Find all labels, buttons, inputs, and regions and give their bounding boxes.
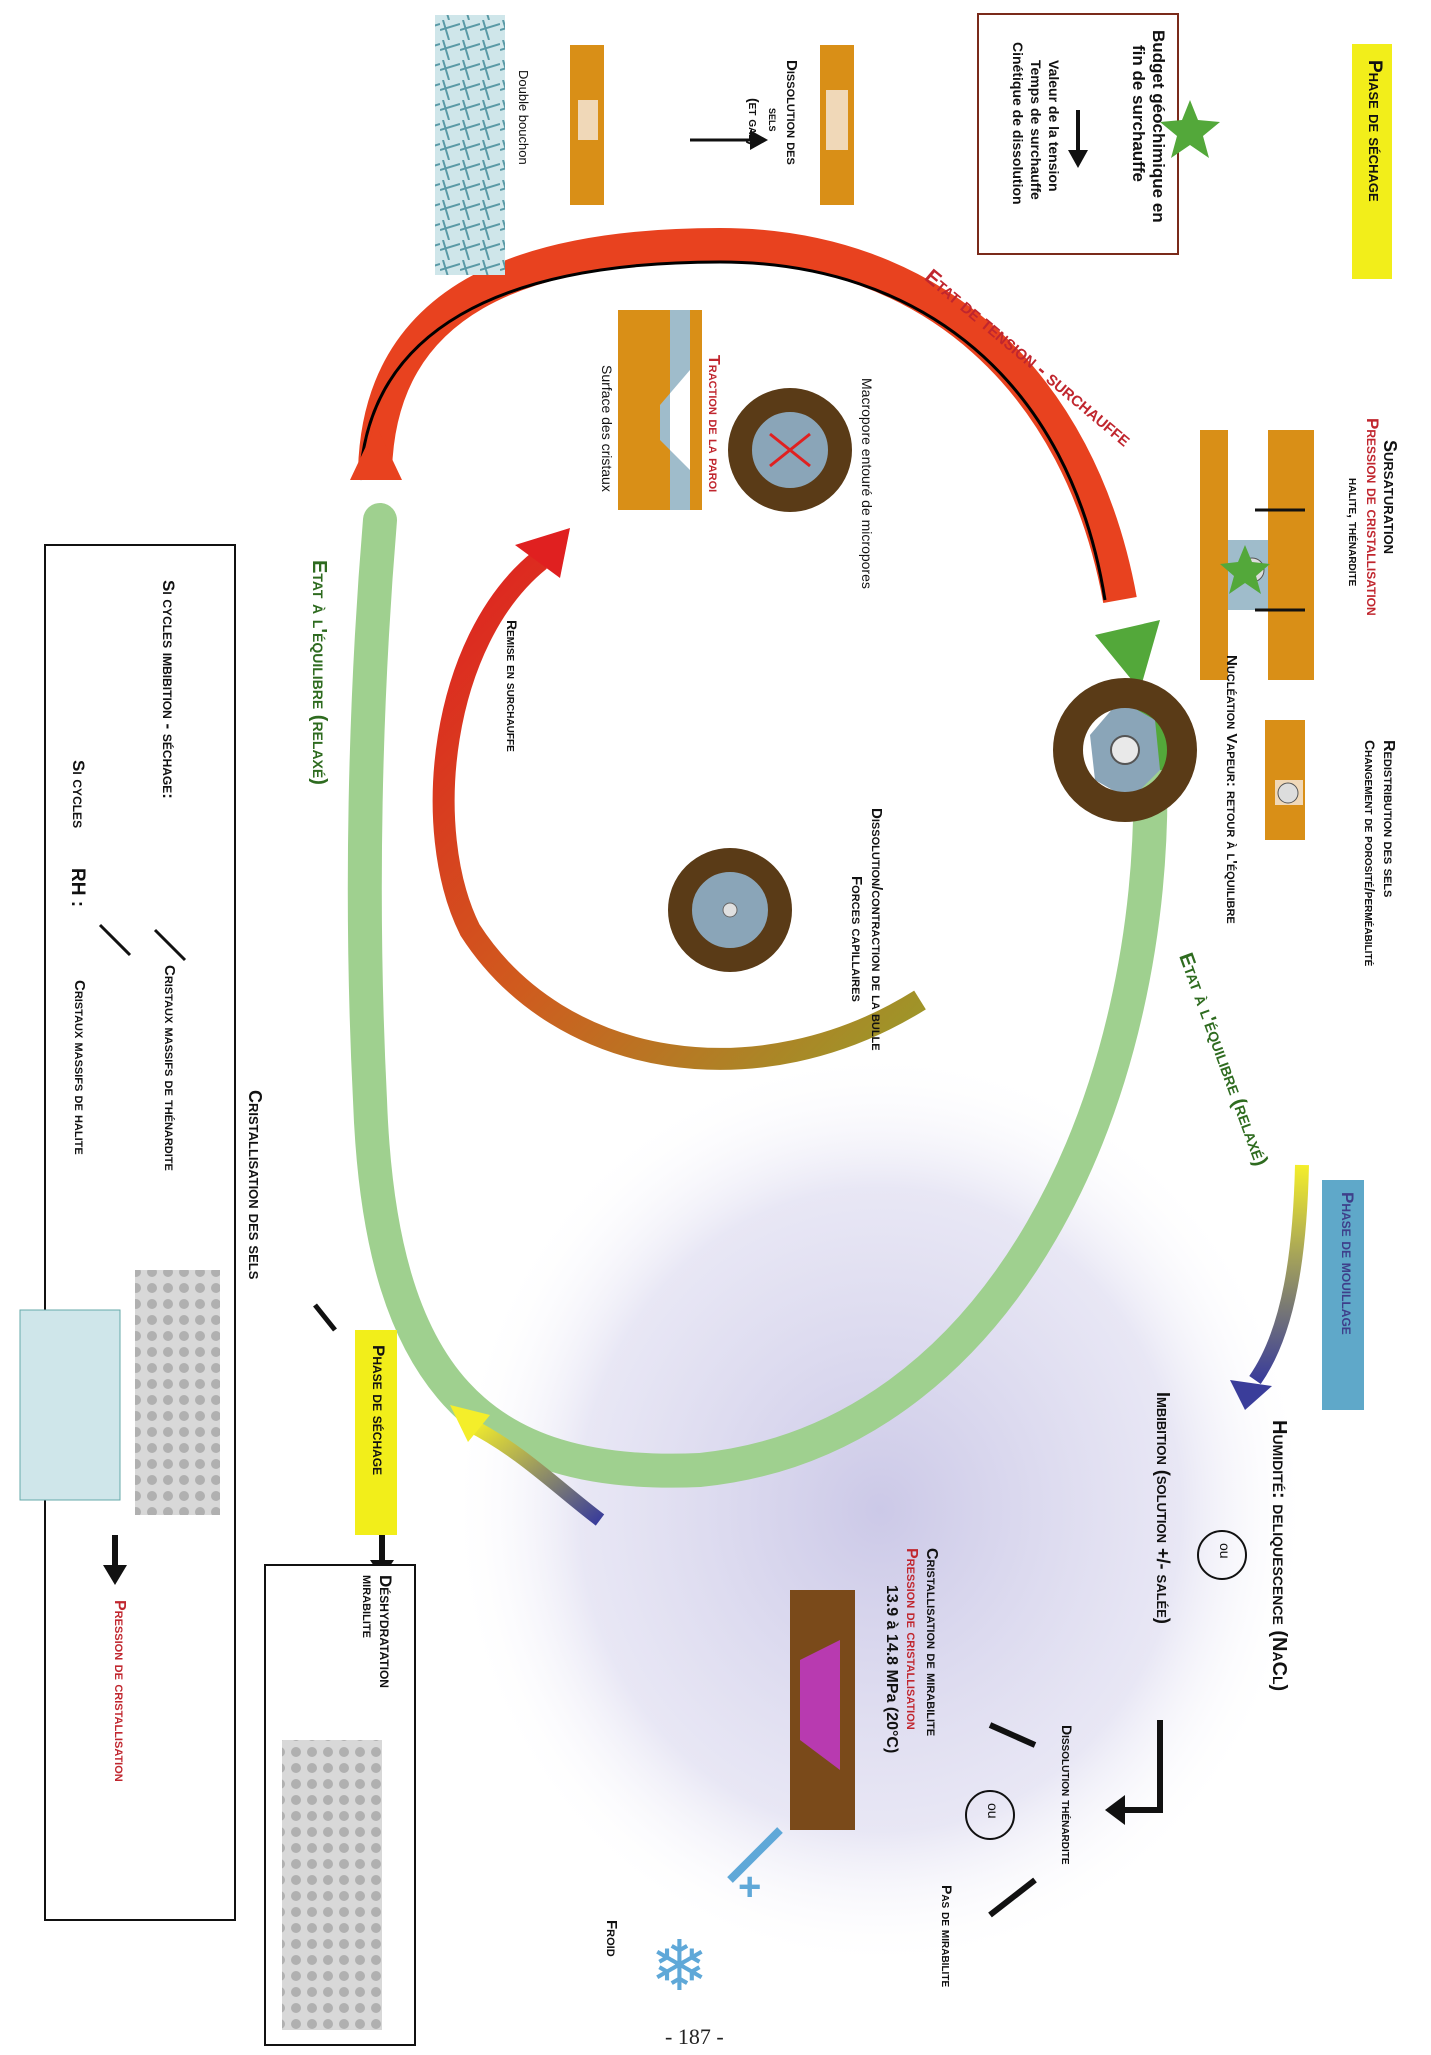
cycle-arrow-2 xyxy=(98,923,132,957)
redistribution-schematic xyxy=(1265,720,1305,840)
budget-title-2: fin de surchauffe xyxy=(1129,45,1148,182)
supersaturation-schematic xyxy=(1200,430,1314,680)
bubble-pore xyxy=(668,848,792,972)
dehydration-label-1: Déshydratation xyxy=(376,1575,395,1688)
nucleation-label: Nucléation Vapeur: retour à l'équilibre xyxy=(1223,655,1240,924)
mirabilite-photo xyxy=(282,1740,382,2030)
tension-arc xyxy=(358,227,1137,604)
redistribution-title: Redistribution des sels xyxy=(1380,740,1397,898)
page-number: - 187 - xyxy=(665,2024,724,2049)
phase-wetting-label: Phase de mouillage xyxy=(1338,1192,1357,1335)
wetting-in-arrowhead xyxy=(1230,1380,1272,1410)
macropore-label: Macropore entouré de micropores xyxy=(859,378,875,589)
humidity-label: Humidité: deliquescence (NaCl) xyxy=(1268,1420,1290,1692)
salt-crystallization-label: Cristallisation des sels xyxy=(245,1090,265,1280)
cycle-arrow-1 xyxy=(153,928,187,962)
equilibrium-left-label: Etat à l'équilibre (relaxé) xyxy=(308,560,330,785)
supersaturation-pressure: Pression de cristallisation xyxy=(1363,418,1382,616)
central-pore xyxy=(1053,678,1197,822)
mirabilite-pressure-value: 13.9 à 14.8 MPa (20°C) xyxy=(883,1585,900,1754)
bubble-label-1: Dissolution/contraction de la bulle xyxy=(868,808,885,1051)
result-arrowhead xyxy=(103,1565,127,1585)
tension-arrowhead xyxy=(350,425,402,480)
cycles-line-1a: Si cycles imbibition - séchage: xyxy=(159,580,178,799)
dissolution-salts-3: (et gaz) xyxy=(746,98,762,146)
wall-traction-label: Traction de la paroi xyxy=(705,355,722,493)
salt-crystallization-arrow xyxy=(313,1303,337,1332)
double-plug-label: Double bouchon xyxy=(516,70,531,165)
cycles-line-2a: Si cycles xyxy=(69,760,88,829)
phase-drying-top-label: Phase de séchage xyxy=(1364,60,1385,202)
double-plug-photo xyxy=(435,15,505,275)
ou-circle-1 xyxy=(1197,1530,1247,1580)
mirabilite-schematic xyxy=(790,1590,855,1830)
budget-item-3: Cinétique de dissolution xyxy=(1010,42,1026,205)
mirabilite-crystallization-label: Cristallisation de mirabilite xyxy=(923,1548,940,1737)
reheating-arc xyxy=(432,551,926,1070)
dissolution-salts-2: sels xyxy=(766,108,781,132)
phase-wetting-box xyxy=(1322,1180,1364,1410)
cold-label: Froid xyxy=(603,1920,620,1957)
cold-arrow xyxy=(727,1827,783,1883)
bubble-label-2: Forces capillaires xyxy=(848,876,865,1002)
mirabilite-pressure-title: Pression de cristallisation xyxy=(903,1548,920,1730)
cycles-box xyxy=(44,544,236,1921)
budget-arrowhead xyxy=(1068,150,1088,168)
tension-arc-shadow xyxy=(358,260,1107,601)
cycles-line-1b: Cristaux massifs de thénardite xyxy=(161,965,178,1171)
to-mirabilite-arrow xyxy=(988,1722,1037,1748)
ou-label-1: ou xyxy=(1217,1543,1233,1559)
drying-return-arrow xyxy=(466,1418,605,1526)
equilibrium-arc-right xyxy=(347,503,1168,1488)
phase-drying-bottom-box xyxy=(355,1330,397,1535)
budget-title-1: Budget géochimique en xyxy=(1149,30,1168,223)
to-no-mirabilite-arrow xyxy=(988,1877,1037,1918)
dehydration-label-2: mirabilite xyxy=(359,1575,376,1638)
cycles-line-2b: RH : xyxy=(67,868,88,908)
no-mirabilite-label: Pas de mirabilite xyxy=(939,1885,955,1988)
drying-return-arrowhead xyxy=(450,1405,490,1442)
wetting-in-arrow xyxy=(1249,1164,1309,1385)
dissolution-thenardite-label: Dissolution thénardite xyxy=(1059,1725,1075,1865)
macropore-traction xyxy=(728,388,852,512)
supersaturation-star-icon xyxy=(1220,545,1270,594)
humidity-step-arrowhead xyxy=(1105,1795,1125,1825)
ou-label-2: ou xyxy=(985,1803,1001,1819)
phase-drying-bottom-label: Phase de séchage xyxy=(369,1345,388,1476)
crystal-surface-label: Surface des cristaux xyxy=(599,365,615,492)
halite-photo xyxy=(19,1309,121,1501)
cycles-result-label: Pression de cristallisation xyxy=(111,1600,128,1782)
dissolution-salts-1: Dissolution des xyxy=(783,60,800,165)
budget-item-2: Temps de surchauffe xyxy=(1028,60,1044,200)
budget-item-1: Valeur de la tension xyxy=(1046,60,1062,192)
snowflake-icon: ❄ xyxy=(650,1925,709,2007)
plus-icon: + xyxy=(738,1865,761,1909)
nucleation-arrowhead xyxy=(1095,620,1160,690)
cycles-line-2c: Cristaux massifs de halite xyxy=(71,980,88,1155)
reheating-label: Remise en surchauffe xyxy=(504,620,520,752)
thenardite-photo xyxy=(135,1270,220,1515)
reheating-arrowhead xyxy=(515,528,570,578)
redistribution-detail: Changement de porosité/perméabilité xyxy=(1362,740,1378,967)
humidity-step-arrow xyxy=(1120,1720,1163,1813)
budget-star-icon xyxy=(1160,100,1220,158)
supersaturation-detail: halite, thénardite xyxy=(1346,478,1362,587)
supersaturation-title: Sursaturation xyxy=(1380,440,1400,555)
double-plug-arrowhead xyxy=(750,130,768,150)
ou-circle-2 xyxy=(965,1790,1015,1840)
phase-drying-top-box xyxy=(1352,44,1392,279)
wetting-zone-glow xyxy=(450,1050,1310,1970)
dissolution-schematic xyxy=(570,45,854,205)
wall-traction-schematic xyxy=(618,310,702,510)
imbibition-label: Imbibition (solution +/- salée) xyxy=(1153,1392,1173,1624)
